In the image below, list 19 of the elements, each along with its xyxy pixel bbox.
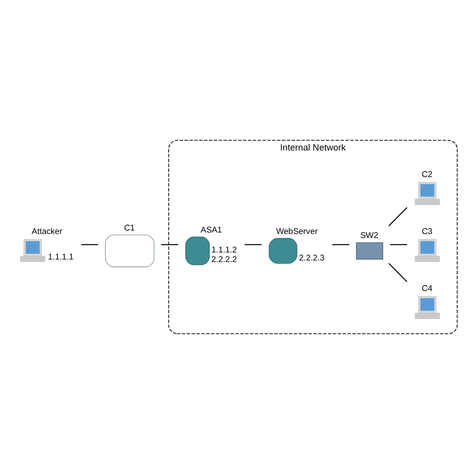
- node-label: ASA1: [200, 224, 222, 235]
- node-label: 2.2.2.2: [210, 254, 236, 264]
- connector: [388, 207, 407, 226]
- connector: [389, 244, 408, 246]
- connector: [331, 244, 350, 246]
- node-label: WebServer: [276, 226, 318, 236]
- connector: [160, 244, 178, 246]
- node-label: 1.1.1.2: [210, 244, 236, 255]
- node-label: C2: [421, 168, 432, 179]
- node-label: C4: [421, 282, 432, 293]
- node-label: 2.2.2.3: [298, 252, 324, 262]
- node-label: C3: [421, 226, 432, 236]
- node-label: Attacker: [31, 226, 62, 236]
- node-label: 1.1.1.1: [48, 252, 73, 262]
- connector: [80, 244, 98, 246]
- connector: [388, 262, 407, 282]
- node-label: SW2: [360, 230, 378, 240]
- connector: [244, 244, 262, 246]
- node-label: C1: [124, 222, 134, 232]
